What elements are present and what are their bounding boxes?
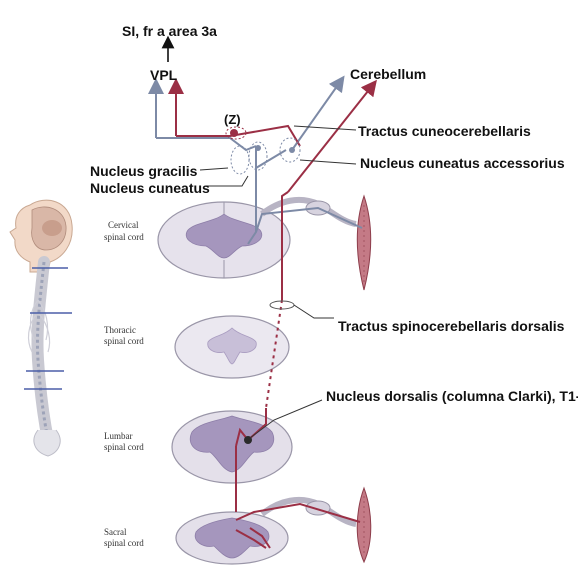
z-label: (Z): [224, 112, 241, 127]
leader-lines: [199, 125, 357, 439]
nucleus-cuneatus-accessorius-label: Nucleus cuneatus accessorius: [360, 155, 565, 171]
cerebellum-label: Cerebellum: [350, 66, 426, 82]
vpl-label: VPL: [150, 67, 178, 83]
sacral-label-line2: spinal cord: [104, 538, 144, 548]
cervical-label-line1: Cervical: [108, 220, 139, 230]
lumbar-cross-section: [171, 410, 293, 484]
lumbar-label-line2: spinal cord: [104, 442, 144, 452]
sacral-dorsal-root: [260, 496, 357, 527]
sacral-label-line1: Sacral: [104, 527, 127, 537]
lumbar-label-line1: Lumbar: [104, 431, 133, 441]
sacral-cross-section: [175, 511, 289, 565]
nucleus-gracilis-label: Nucleus gracilis: [90, 163, 198, 179]
thoracic-label-line2: spinal cord: [104, 336, 144, 346]
tractus-spinocerebellaris-label: Tractus spinocerebellaris dorsalis: [338, 318, 565, 334]
red-pathway: [168, 78, 377, 549]
spine-figure: [9, 199, 73, 457]
nucleus-cuneatus-marker: [248, 141, 268, 171]
nucleus-dorsalis-label: Nucleus dorsalis (columna Clarki), T1-L2: [326, 388, 578, 404]
nucleus-z-marker: [225, 126, 247, 140]
nucleus-cuneatus-accessorius-marker: [279, 137, 301, 163]
nucleus-cuneatus-label: Nucleus cuneatus: [90, 180, 210, 196]
thoracic-cross-section: [174, 315, 290, 379]
si-label: SI, fr a area 3a: [122, 23, 217, 39]
sacral-muscle: [356, 486, 372, 564]
cervical-label-line2: spinal cord: [104, 232, 144, 242]
tractus-cuneocerebellaris-label: Tractus cuneocerebellaris: [358, 123, 531, 139]
cervical-muscle: [356, 194, 372, 291]
thoracic-label-line1: Thoracic: [104, 325, 136, 335]
